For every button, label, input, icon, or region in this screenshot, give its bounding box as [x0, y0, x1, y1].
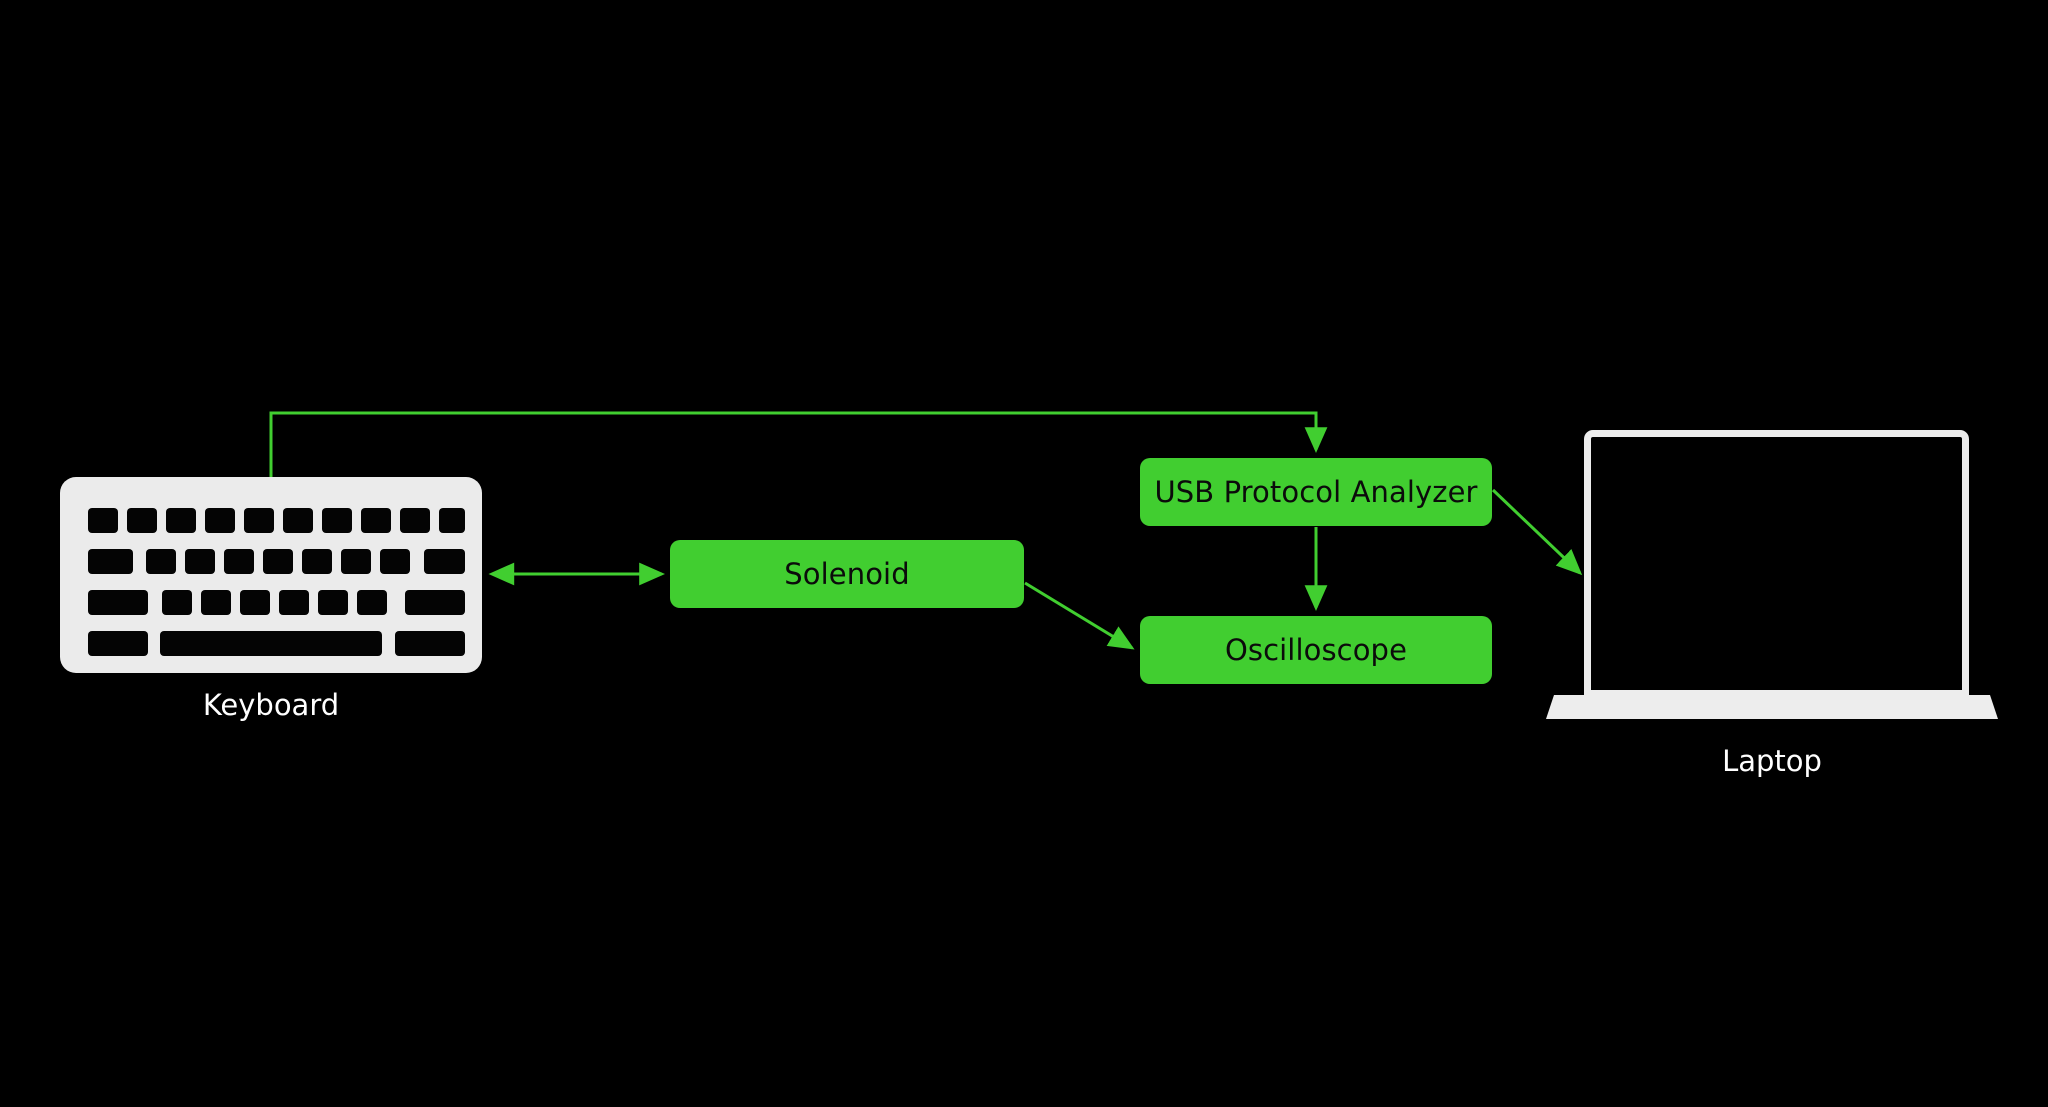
keyboard-key[interactable]: [224, 549, 254, 574]
keyboard-key[interactable]: [357, 590, 387, 615]
keyboard-key[interactable]: [341, 549, 371, 574]
keyboard-key[interactable]: [185, 549, 215, 574]
keyboard-key[interactable]: [279, 590, 309, 615]
keyboard-key[interactable]: [160, 631, 382, 656]
keyboard-key[interactable]: [88, 590, 148, 615]
node-usb-protocol-analyzer-label: USB Protocol Analyzer: [1154, 475, 1478, 509]
keyboard-key[interactable]: [146, 549, 176, 574]
laptop-label: Laptop: [1722, 744, 1822, 778]
laptop-base: [1546, 695, 1998, 719]
keyboard-key[interactable]: [361, 508, 391, 533]
keyboard-key[interactable]: [240, 590, 270, 615]
node-oscilloscope[interactable]: Oscilloscope: [1140, 616, 1492, 684]
keyboard-key[interactable]: [322, 508, 352, 533]
node-oscilloscope-label: Oscilloscope: [1224, 633, 1408, 667]
keyboard-key[interactable]: [201, 590, 231, 615]
keyboard-key[interactable]: [88, 508, 118, 533]
laptop-device[interactable]: [1546, 430, 1998, 727]
keyboard-device[interactable]: [60, 477, 482, 673]
keyboard-key[interactable]: [395, 631, 465, 656]
keyboard-key[interactable]: [318, 590, 348, 615]
laptop-screen: [1584, 430, 1969, 697]
keyboard-key[interactable]: [283, 508, 313, 533]
keyboard-key[interactable]: [405, 590, 465, 615]
keyboard-key[interactable]: [302, 549, 332, 574]
keyboard-key[interactable]: [162, 590, 192, 615]
edge-solenoid-to-oscilloscope: [1024, 581, 1135, 650]
node-solenoid-label: Solenoid: [784, 557, 910, 591]
keyboard-key[interactable]: [424, 549, 465, 574]
keyboard-keys: [60, 477, 482, 673]
node-usb-protocol-analyzer[interactable]: USB Protocol Analyzer: [1140, 458, 1492, 526]
keyboard-key[interactable]: [127, 508, 157, 533]
keyboard-key[interactable]: [380, 549, 410, 574]
node-solenoid[interactable]: Solenoid: [670, 540, 1024, 608]
keyboard-key[interactable]: [205, 508, 235, 533]
keyboard-key[interactable]: [166, 508, 196, 533]
keyboard-key[interactable]: [263, 549, 293, 574]
keyboard-label: Keyboard: [202, 688, 340, 722]
keyboard-key[interactable]: [88, 549, 133, 574]
keyboard-key[interactable]: [244, 508, 274, 533]
keyboard-key[interactable]: [88, 631, 148, 656]
keyboard-key[interactable]: [400, 508, 430, 533]
keyboard-key[interactable]: [439, 508, 465, 533]
